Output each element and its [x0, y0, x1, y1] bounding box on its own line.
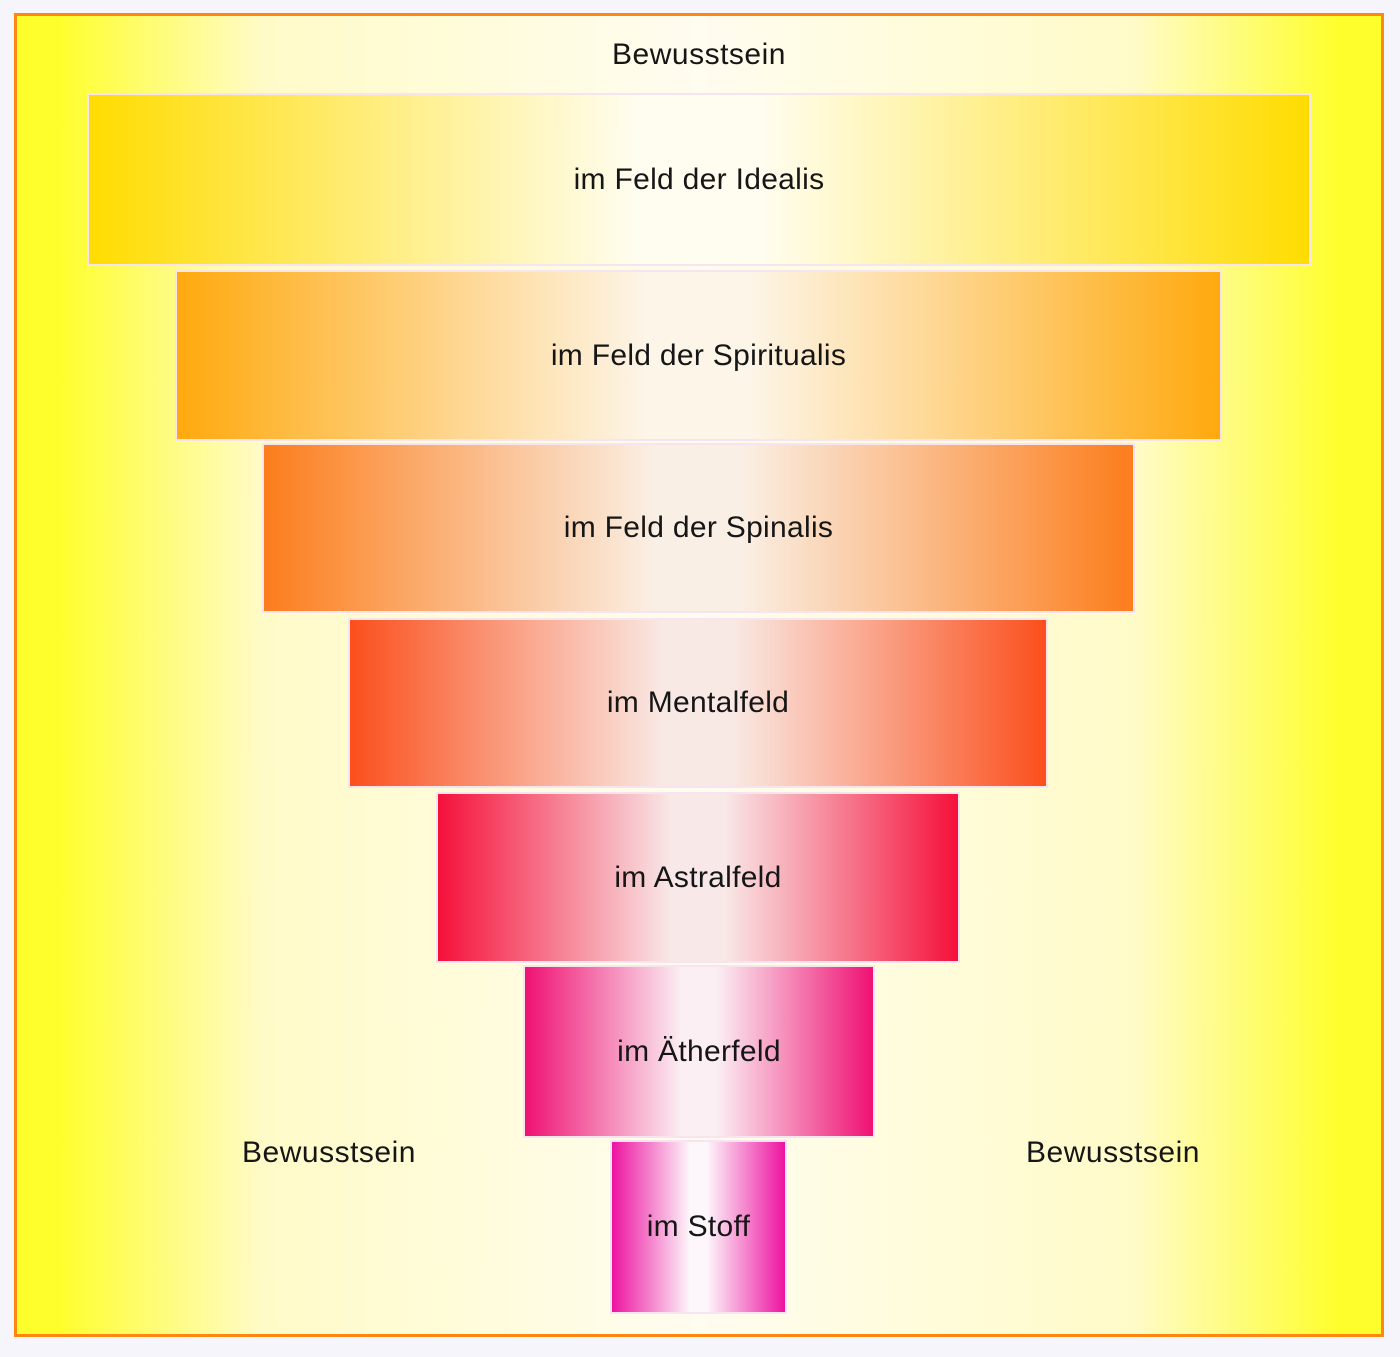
funnel-level-spinalis: im Feld der Spinalis: [262, 443, 1135, 613]
funnel-level-mentalfeld: im Mentalfeld: [348, 618, 1048, 788]
funnel-level-label: im Feld der Spiritualis: [550, 338, 847, 372]
side-label-bewusstsein-left: Bewusstsein: [242, 1136, 416, 1169]
funnel-level-astralfeld: im Astralfeld: [436, 792, 960, 963]
funnel-level-stoff: im Stoff: [610, 1140, 787, 1314]
funnel-level-label: im Ätherfeld: [617, 1034, 781, 1068]
side-label-bewusstsein-right: Bewusstsein: [1026, 1136, 1200, 1169]
diagram-panel: Bewusstsein im Feld der Idealis im Feld …: [14, 13, 1384, 1337]
funnel-level-aetherfeld: im Ätherfeld: [523, 965, 875, 1138]
diagram-title: Bewusstsein: [612, 38, 786, 71]
funnel-level-label: im Feld der Spinalis: [563, 511, 834, 544]
funnel-level-label: im Astralfeld: [614, 860, 782, 894]
funnel-level-label: im Mentalfeld: [606, 686, 790, 719]
funnel-level-label: im Stoff: [646, 1210, 751, 1243]
funnel-level-spiritualis: im Feld der Spiritualis: [175, 270, 1222, 441]
funnel-level-idealis: im Feld der Idealis: [87, 93, 1311, 266]
funnel-level-label: im Feld der Idealis: [573, 162, 825, 196]
